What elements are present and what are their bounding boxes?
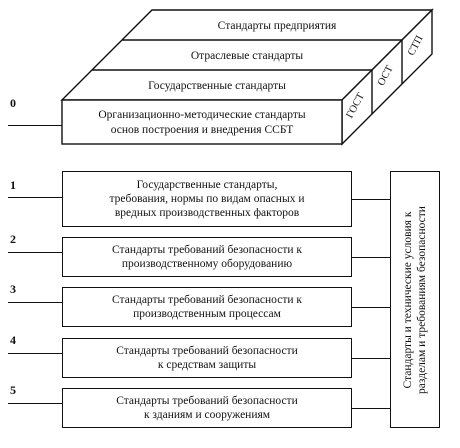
block-front-face xyxy=(61,99,343,145)
group-number-4: 4 xyxy=(10,333,16,347)
group-box-4: Стандарты требований безопасности к сред… xyxy=(62,338,352,378)
group-tick-0 xyxy=(8,125,62,126)
connector-5 xyxy=(352,408,390,409)
connector-4 xyxy=(352,358,390,359)
layer-label-industry: Отраслевые стандарты xyxy=(191,50,304,62)
group-tick-4 xyxy=(8,353,62,354)
group-tick-1 xyxy=(8,197,62,198)
front-line-1: Организационно-методические стандарты xyxy=(98,109,306,121)
side-box: Стандарты и технические условия к раздел… xyxy=(390,171,440,428)
layer-label-enterprise: Стандарты предприятия xyxy=(218,20,337,32)
group-box-5: Стандарты требований безопасности к здан… xyxy=(62,388,352,428)
front-line-2: основ построения и внедрения ССБТ xyxy=(111,124,294,136)
group-number-0: 0 xyxy=(10,96,16,110)
side-box-text: Стандарты и технические условия к раздел… xyxy=(402,205,428,394)
connector-1 xyxy=(352,199,390,200)
group-number-5: 5 xyxy=(10,383,16,397)
group-box-3: Стандарты требований безопасности к прои… xyxy=(62,287,352,327)
connector-2 xyxy=(352,257,390,258)
connector-3 xyxy=(352,307,390,308)
group-box-2: Стандарты требований безопасности к прои… xyxy=(62,237,352,277)
group-number-3: 3 xyxy=(10,282,16,296)
group-tick-3 xyxy=(8,302,62,303)
group-tick-2 xyxy=(8,252,62,253)
group-number-2: 2 xyxy=(10,232,16,246)
group-tick-5 xyxy=(8,403,62,404)
group-number-1: 1 xyxy=(10,178,16,192)
group-box-1: Государственные стандарты, требования, н… xyxy=(62,171,352,227)
layer-label-state: Государственные стандарты xyxy=(148,80,286,92)
